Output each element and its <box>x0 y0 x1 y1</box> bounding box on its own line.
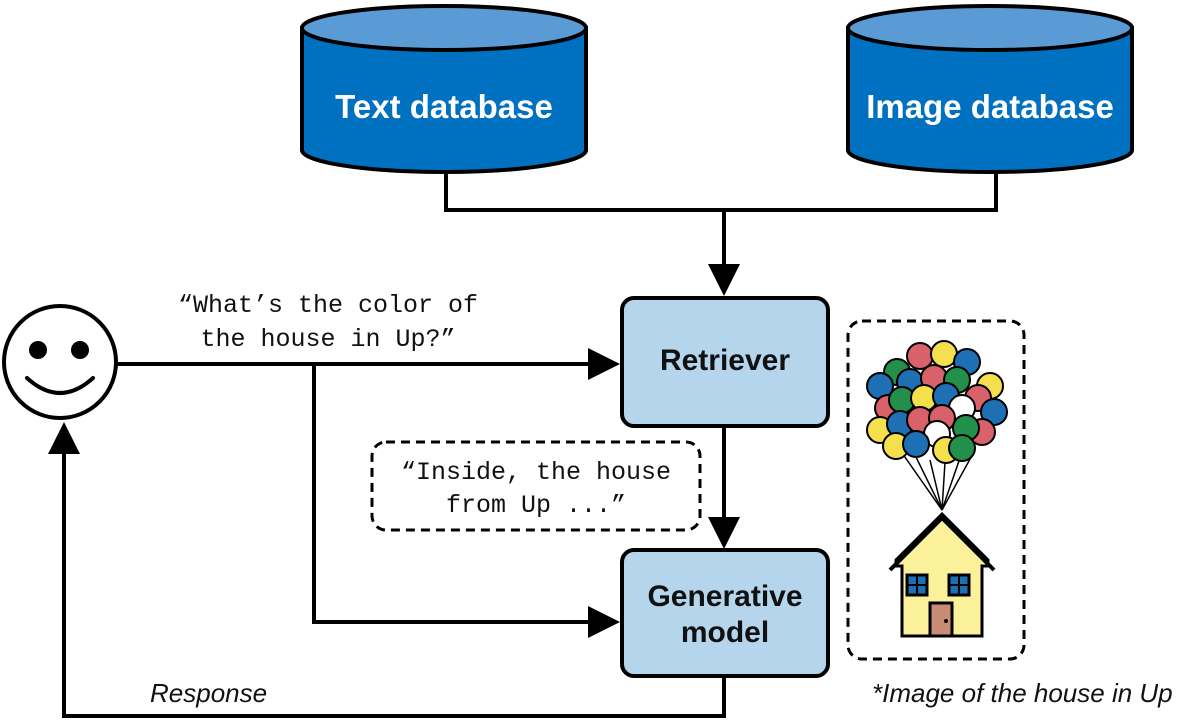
query-line-2: the house in Up?” <box>200 325 455 354</box>
text-database: Text database <box>300 4 588 174</box>
retrieved-text-line-1: “Inside, the house <box>401 458 671 487</box>
retrieved-text-box: “Inside, the house from Up ...” <box>370 440 702 532</box>
database-merge-line <box>444 172 998 212</box>
query-to-generative-arrow <box>312 364 620 638</box>
retrieved-text-line-2: from Up ...” <box>446 491 626 520</box>
response-label: Response <box>150 678 267 708</box>
image-caption: *Image of the house in Up <box>872 678 1173 708</box>
generative-model-box: Generative model <box>620 548 830 678</box>
generative-model-label-2: model <box>681 616 769 649</box>
text-database-label: Text database <box>335 88 553 125</box>
generative-model-label-1: Generative <box>647 580 802 613</box>
query-line-1: “What’s the color of <box>178 291 478 320</box>
retriever-label: Retriever <box>660 344 790 377</box>
retriever-box: Retriever <box>620 296 830 428</box>
image-database-label: Image database <box>866 88 1114 125</box>
image-database: Image database <box>846 4 1134 174</box>
response-arrow <box>48 422 726 718</box>
smiley-user-icon <box>2 304 118 420</box>
balloon-house-icon <box>866 340 1008 638</box>
